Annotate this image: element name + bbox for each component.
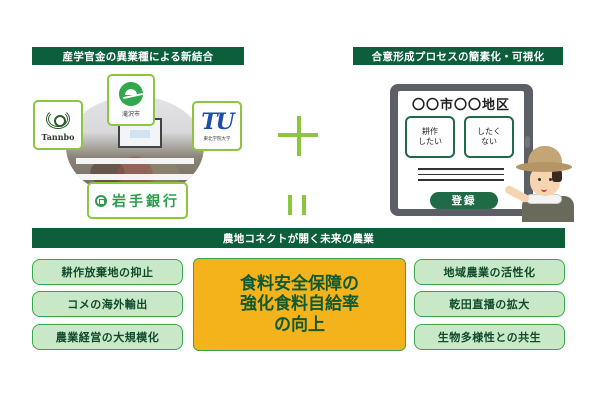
logo-tohoku-gakuin-university: TU 東北学院大学 bbox=[192, 101, 242, 151]
plus-icon bbox=[278, 133, 318, 137]
equals-icon bbox=[288, 195, 292, 215]
central-goal-line: の向上 bbox=[274, 314, 325, 335]
takizawa-label: 滝沢市 bbox=[121, 111, 140, 118]
tu-caption: 東北学院大学 bbox=[203, 136, 231, 142]
farmer-hair bbox=[552, 170, 562, 182]
goal-item: 地域農業の活性化 bbox=[414, 259, 565, 285]
central-goal-line: 強化食料自給率 bbox=[240, 294, 359, 315]
farmer-pointing-arm bbox=[503, 184, 531, 204]
goal-item: コメの海外輸出 bbox=[32, 291, 183, 317]
choice-do-not-want: したく ない bbox=[464, 116, 514, 158]
central-goal-line: 食料安全保障の bbox=[240, 273, 359, 294]
future-agriculture-banner: 農地コネクトが開く未来の農業 bbox=[32, 228, 565, 248]
logo-iwate-bank: 岩手銀行 bbox=[87, 182, 188, 219]
wreath-icon bbox=[46, 108, 70, 129]
tablet-illustration: 〇〇市〇〇地区 耕作 したい したく ない 登録 bbox=[390, 84, 533, 216]
left-panel-title: 産学官金の異業種による新結合 bbox=[32, 47, 244, 65]
tablet-home-button bbox=[525, 136, 530, 148]
iwate-bank-emblem-icon bbox=[95, 194, 107, 207]
text-lines bbox=[418, 168, 504, 185]
central-goal-food-security: 食料安全保障の 強化食料自給率 の向上 bbox=[193, 258, 406, 351]
goal-item: 耕作放棄地の抑止 bbox=[32, 259, 183, 285]
logo-tannbo: Tannbo bbox=[33, 100, 83, 150]
goal-item: 生物多様性との共生 bbox=[414, 324, 565, 350]
register-button: 登録 bbox=[430, 192, 498, 209]
tu-emblem-icon: TU bbox=[201, 108, 235, 135]
goal-item: 農業経営の大規模化 bbox=[32, 324, 183, 350]
tablet-screen: 〇〇市〇〇地区 耕作 したい したく ない 登録 bbox=[398, 91, 524, 209]
choice-want-to-farm: 耕作 したい bbox=[405, 116, 455, 158]
desk bbox=[76, 158, 194, 164]
logo-takizawa-city: 滝沢市 bbox=[107, 74, 155, 126]
equals-icon bbox=[302, 195, 306, 215]
tannbo-label: Tannbo bbox=[41, 131, 75, 142]
iwate-bank-label: 岩手銀行 bbox=[112, 193, 180, 210]
tablet-heading: 〇〇市〇〇地区 bbox=[411, 98, 510, 113]
right-panel-title: 合意形成プロセスの簡素化・可視化 bbox=[353, 47, 563, 65]
desk bbox=[70, 174, 200, 180]
goal-item: 乾田直播の拡大 bbox=[414, 291, 565, 317]
takizawa-emblem-icon bbox=[119, 82, 143, 106]
straw-hat-brim bbox=[516, 162, 572, 172]
farmer-illustration bbox=[503, 142, 578, 222]
